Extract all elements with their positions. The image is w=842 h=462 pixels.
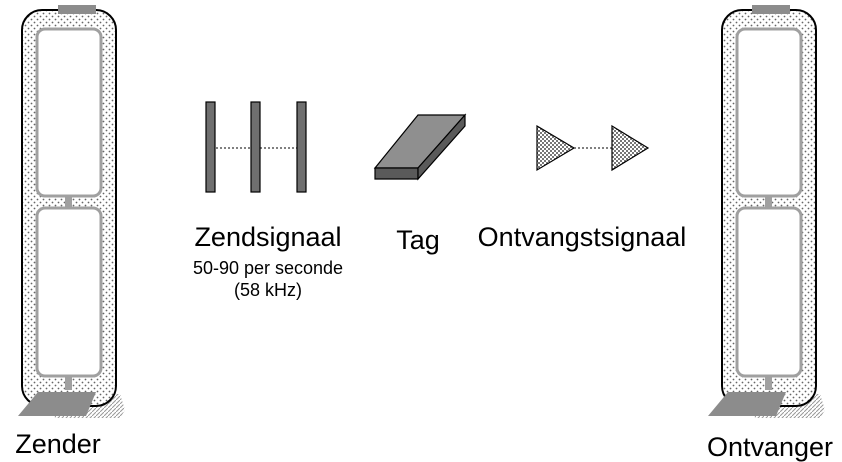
receive-signal-icon (536, 124, 650, 172)
signal-bar-3 (296, 101, 307, 193)
receiver-base (708, 392, 786, 416)
transmit-signal-label: Zendsignaal (194, 222, 342, 252)
receive-signal-label: Ontvangstsignaal (477, 222, 687, 252)
transmit-frequency-label: (58 kHz) (233, 280, 302, 300)
receiver-upper-panel (735, 27, 803, 198)
receive-triangle-1 (536, 124, 576, 172)
transmitter-top-cap (58, 5, 96, 14)
signal-bar-1 (205, 101, 216, 193)
receiver-connector (765, 196, 772, 208)
tag-label: Tag (396, 225, 440, 255)
receiver-label: Ontvanger (706, 432, 834, 462)
receiver-top-cap (752, 5, 790, 14)
transmitter-label: Zender (15, 429, 101, 459)
receiver-pillar (708, 5, 825, 418)
receive-triangle-2 (611, 124, 650, 172)
transmitter-connector (65, 196, 72, 208)
signal-bar-2 (250, 101, 261, 193)
tag-front-face (374, 167, 419, 180)
receiver-lower-panel (735, 206, 803, 378)
transmit-signal-icon (205, 101, 307, 193)
transmitter-base (18, 392, 96, 416)
transmitter-stem (65, 376, 72, 390)
receiver-stem (765, 376, 772, 390)
tag-side-face (417, 113, 466, 181)
transmit-rate-label: 50-90 per seconde (192, 258, 344, 278)
transmitter-upper-panel (35, 27, 103, 198)
transmitter-lower-panel (35, 206, 103, 378)
tag-icon (373, 113, 467, 181)
transmitter-pillar (18, 5, 125, 418)
